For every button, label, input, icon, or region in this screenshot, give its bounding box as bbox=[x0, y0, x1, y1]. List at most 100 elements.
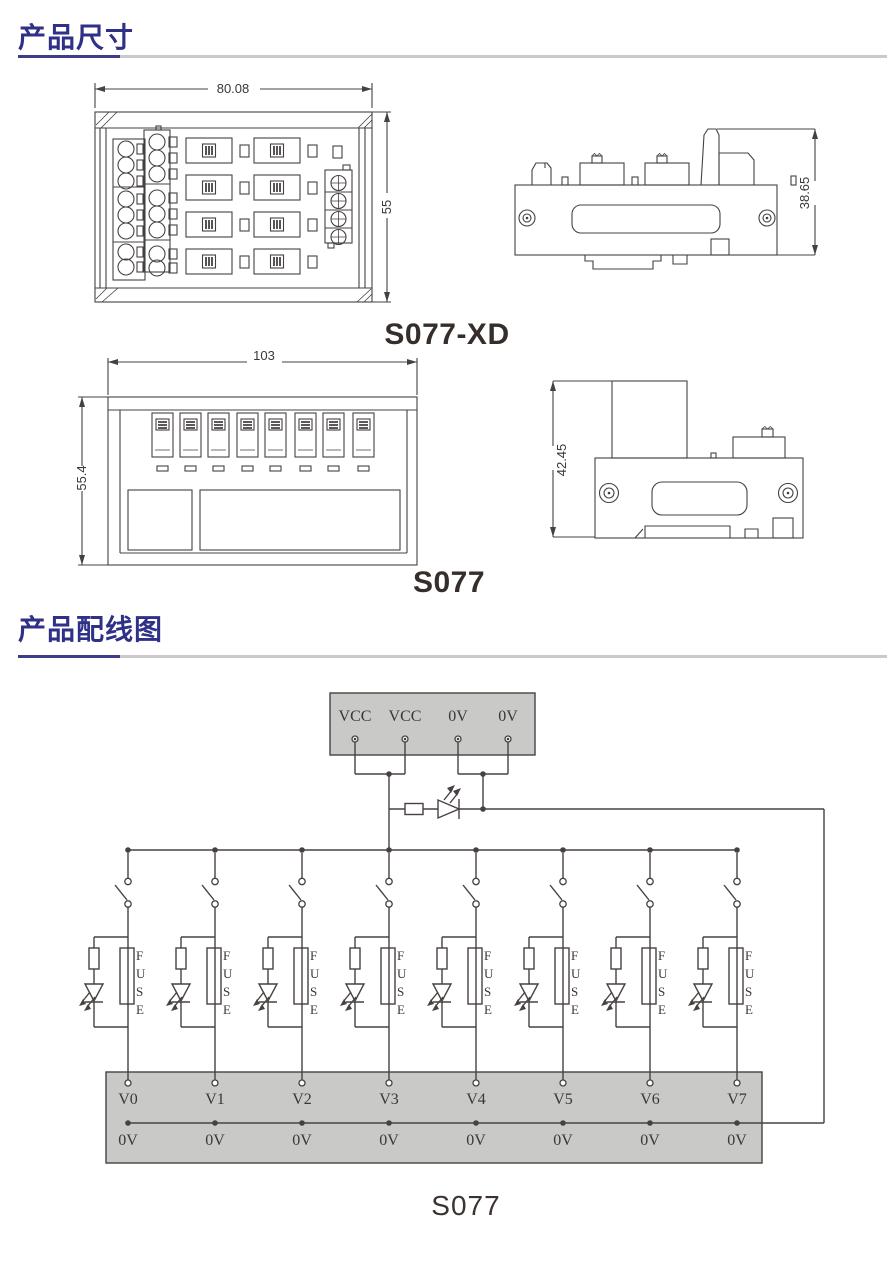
ground-terminal-label: 0V bbox=[205, 1132, 225, 1149]
switch-contact bbox=[646, 877, 654, 886]
output-terminal bbox=[298, 1079, 306, 1087]
fuse-letter: E bbox=[223, 1002, 231, 1017]
resistor bbox=[349, 947, 361, 970]
led-arrow bbox=[519, 1004, 526, 1011]
output-terminal-label: V4 bbox=[466, 1091, 486, 1108]
dim-arrow bbox=[550, 381, 556, 391]
output-branches: FUSEV00VFUSEV10VFUSEV20VFUSEV30VFUSEV40V… bbox=[79, 847, 755, 1149]
fuse-letter: F bbox=[310, 948, 317, 963]
ground-terminal-label: 0V bbox=[379, 1132, 399, 1149]
dim-arrow bbox=[384, 292, 390, 302]
output-terminal bbox=[385, 1079, 393, 1087]
ground-terminal-label: 0V bbox=[553, 1132, 573, 1149]
dim-arrow bbox=[362, 86, 372, 92]
fuse-letter: U bbox=[745, 966, 755, 981]
switch-contact bbox=[733, 900, 741, 908]
resistor bbox=[262, 947, 274, 970]
fuse-letter: S bbox=[484, 984, 491, 999]
fuse-letter: F bbox=[658, 948, 665, 963]
fuse-letter: U bbox=[397, 966, 407, 981]
fuse-letter: S bbox=[310, 984, 317, 999]
output-terminal bbox=[646, 1079, 654, 1087]
led-arrow bbox=[340, 999, 347, 1006]
power-terminal-label: VCC bbox=[339, 708, 372, 725]
fuse-letter: F bbox=[397, 948, 404, 963]
fuse-letter: U bbox=[223, 966, 233, 981]
output-terminal bbox=[733, 1079, 741, 1087]
switch-contact bbox=[559, 900, 567, 908]
dim-s077xd-height: 55 bbox=[379, 200, 394, 214]
section-title-dimensions: 产品尺寸 bbox=[18, 22, 135, 53]
fuse-body bbox=[293, 947, 309, 1005]
switch-contact bbox=[211, 877, 219, 886]
output-terminal-label: V7 bbox=[727, 1091, 747, 1108]
led-arrow bbox=[84, 1004, 91, 1011]
fuse-letter: F bbox=[484, 948, 491, 963]
led-arrow bbox=[447, 785, 455, 793]
switch-contact bbox=[646, 900, 654, 908]
screw-center bbox=[607, 491, 611, 495]
screw-center bbox=[786, 491, 790, 495]
section-rule-dimensions bbox=[18, 55, 887, 58]
switch-contact bbox=[385, 900, 393, 908]
switch-contact bbox=[211, 900, 219, 908]
dim-arrow bbox=[812, 245, 818, 255]
dim-s077-height: 55.4 bbox=[74, 465, 89, 490]
wiring-caption: S077 bbox=[431, 1190, 501, 1221]
fuse-letter: E bbox=[310, 1002, 318, 1017]
resistor bbox=[610, 947, 622, 970]
s077-front-lineart bbox=[78, 358, 418, 566]
dim-arrow bbox=[812, 129, 818, 139]
fuse-body bbox=[467, 947, 483, 1005]
switch-contact bbox=[124, 900, 132, 908]
led-arrow bbox=[79, 999, 86, 1006]
switch-contact bbox=[298, 900, 306, 908]
output-terminal bbox=[472, 1079, 480, 1087]
output-terminal-label: V0 bbox=[118, 1091, 138, 1108]
s077xd-side-lineart bbox=[514, 128, 816, 270]
model-caption-s077: S077 bbox=[412, 566, 486, 599]
dim-s077-depth: 42.45 bbox=[554, 444, 569, 477]
s077xd-side-view: 38.65 bbox=[514, 128, 818, 270]
switch-contact bbox=[472, 877, 480, 886]
fuse-letter: E bbox=[136, 1002, 144, 1017]
fuse-letter: U bbox=[571, 966, 581, 981]
output-terminal bbox=[211, 1079, 219, 1087]
fuse-letter: U bbox=[310, 966, 320, 981]
section-title-wiring: 产品配线图 bbox=[18, 614, 164, 645]
power-terminal-block bbox=[329, 692, 536, 756]
fuse-letter: E bbox=[484, 1002, 492, 1017]
switch-contact bbox=[559, 877, 567, 886]
resistor bbox=[523, 947, 535, 970]
led-arrow bbox=[427, 999, 434, 1006]
output-terminal-block bbox=[105, 1071, 763, 1164]
terminal-strip-left bbox=[112, 138, 146, 281]
led-indicator bbox=[437, 798, 461, 820]
s077-side-view: 42.45 bbox=[550, 380, 804, 539]
output-terminal bbox=[559, 1079, 567, 1087]
fuse-body bbox=[206, 947, 222, 1005]
dim-s077xd-width: 80.08 bbox=[217, 81, 250, 96]
switch-contact bbox=[472, 900, 480, 908]
screw-center bbox=[525, 216, 529, 220]
switch-contact bbox=[385, 877, 393, 886]
dim-arrow bbox=[79, 555, 85, 565]
ground-terminal-label: 0V bbox=[466, 1132, 486, 1149]
screw-center bbox=[765, 216, 769, 220]
dim-arrow bbox=[550, 527, 556, 537]
s077-side-lineart bbox=[552, 380, 804, 539]
power-terminal-label: 0V bbox=[498, 708, 518, 725]
dim-arrow bbox=[407, 359, 417, 365]
fuse-letter: S bbox=[658, 984, 665, 999]
ground-terminal-label: 0V bbox=[727, 1132, 747, 1149]
fuse-letter: S bbox=[571, 984, 578, 999]
ground-terminal-label: 0V bbox=[640, 1132, 660, 1149]
s077xd-front-lineart bbox=[94, 83, 391, 303]
led-arrow bbox=[345, 1004, 352, 1011]
fuse-letter: U bbox=[136, 966, 146, 981]
output-terminal-label: V2 bbox=[292, 1091, 312, 1108]
